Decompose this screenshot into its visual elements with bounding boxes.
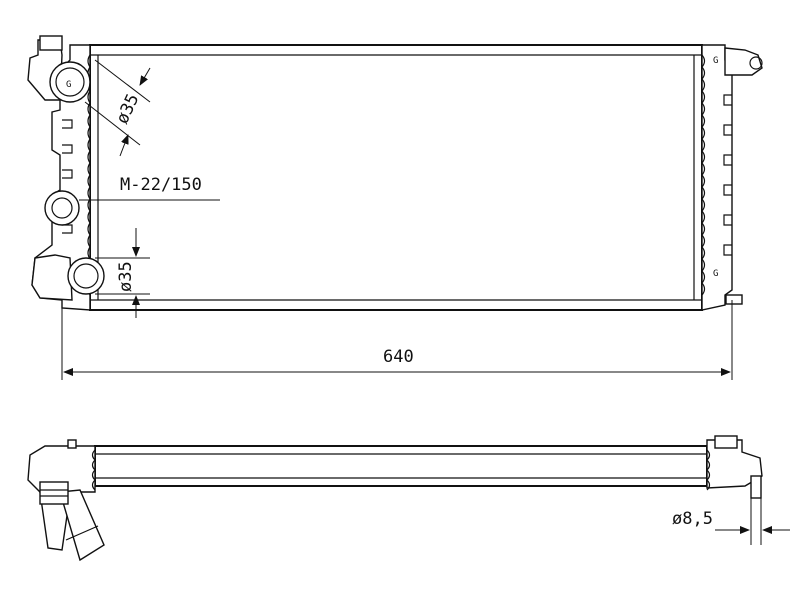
svg-text:G: G (713, 269, 718, 279)
label-lower-diameter: ø35 (116, 261, 136, 292)
thread-port (44, 190, 80, 226)
label-upper-diameter: ø35 (112, 91, 143, 127)
label-thread: M-22/150 (120, 175, 202, 195)
drain-pipe (750, 475, 762, 499)
svg-text:G: G (66, 80, 71, 90)
label-width: 640 (383, 347, 414, 367)
side-core (94, 445, 708, 487)
lower-outlet-pipe (67, 257, 105, 295)
side-view: ø8,5 (27, 435, 790, 562)
label-pipe-diameter: ø8,5 (672, 509, 713, 529)
front-view: G G G ø35 M-22/150 ø35 (27, 35, 763, 380)
svg-text:G: G (713, 56, 718, 66)
mounting-bracket (724, 47, 763, 76)
